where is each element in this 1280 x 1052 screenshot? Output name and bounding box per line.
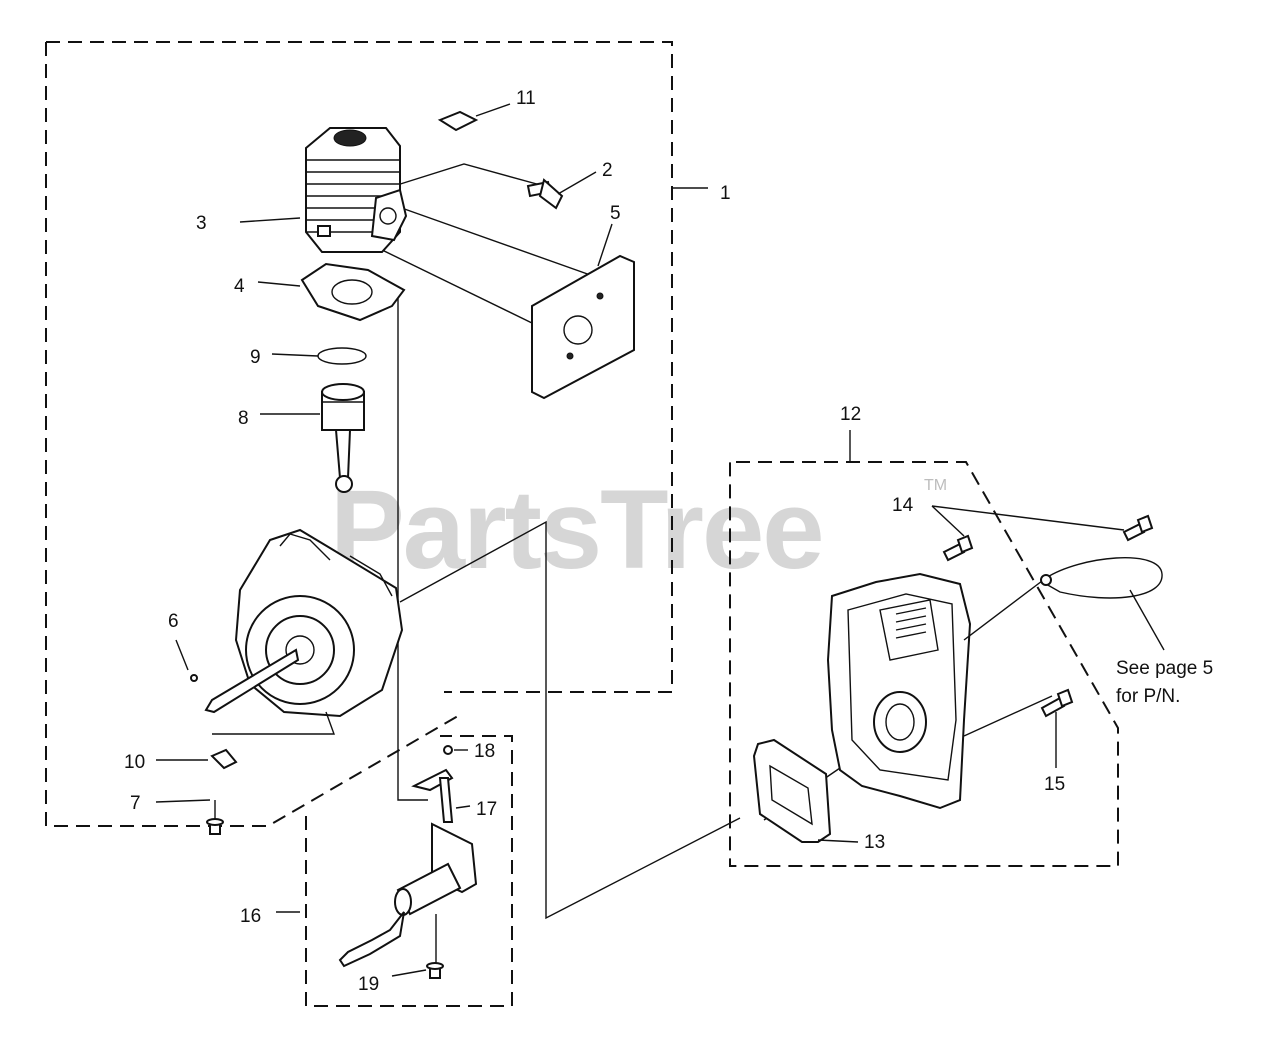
callout-1: 1 [720, 183, 731, 204]
part-8-piston [260, 383, 365, 493]
assembly-line-vertical [397, 290, 428, 801]
part-16-ignition-module [276, 822, 478, 968]
callout-16: 16 [240, 906, 261, 927]
note-line-2: for P/N. [1116, 686, 1180, 707]
callout-10: 10 [124, 752, 145, 773]
part-6-pin [175, 639, 198, 682]
part-7-screw [155, 799, 224, 835]
callout-7: 7 [130, 793, 141, 814]
part-17-switch-lever [411, 768, 471, 823]
callout-6: 6 [168, 611, 179, 632]
callout-8: 8 [238, 408, 249, 429]
callout-19: 19 [358, 974, 379, 995]
group-16-boundary [305, 735, 513, 1007]
screw-line [393, 163, 545, 187]
part-19-screw [391, 962, 444, 979]
callout-4: 4 [234, 276, 245, 297]
assembly-line-zigzag [399, 520, 741, 920]
callout-17: 17 [476, 799, 497, 820]
part-18-pin [443, 745, 468, 755]
callout-18: 18 [474, 741, 495, 762]
cylinder-to-gasket-2 [377, 247, 535, 325]
group-1-boundary [46, 41, 673, 693]
part-14-screws [931, 505, 1154, 562]
callout-13: 13 [864, 832, 885, 853]
part-10-clip [156, 748, 238, 770]
fuel-line-loop [1040, 557, 1165, 651]
watermark-text: PartsTree [330, 467, 823, 592]
callout-15: 15 [1044, 774, 1065, 795]
callout-9: 9 [250, 347, 261, 368]
cylinder-to-gasket-1 [395, 205, 611, 283]
part-4-base-gasket [257, 262, 406, 322]
part-5-gasket [531, 223, 635, 400]
crankcase [204, 528, 404, 735]
callout-labels: 11 2 1 3 5 4 9 8 12 14 6 10 18 15 7 17 1… [124, 88, 1065, 995]
watermark: PartsTree TM [330, 467, 947, 592]
group-12-boundary [729, 461, 1119, 867]
callout-2: 2 [602, 160, 613, 181]
recoil-starter-housing [763, 572, 1053, 821]
callout-14: 14 [892, 495, 914, 516]
part-11-plate [437, 103, 511, 132]
callout-3: 3 [196, 213, 207, 234]
part-15-screw [1040, 688, 1074, 768]
watermark-tm: TM [924, 477, 947, 494]
see-page-note: See page 5 for P/N. [1116, 658, 1213, 707]
callout-11: 11 [516, 88, 536, 109]
part-3-cylinder [239, 127, 408, 253]
part-2-screw [526, 171, 597, 210]
part-13-gasket [752, 738, 859, 843]
part-9-ring [271, 347, 367, 365]
callout-12: 12 [840, 404, 861, 425]
note-line-1: See page 5 [1116, 658, 1213, 679]
callout-5: 5 [610, 203, 621, 224]
